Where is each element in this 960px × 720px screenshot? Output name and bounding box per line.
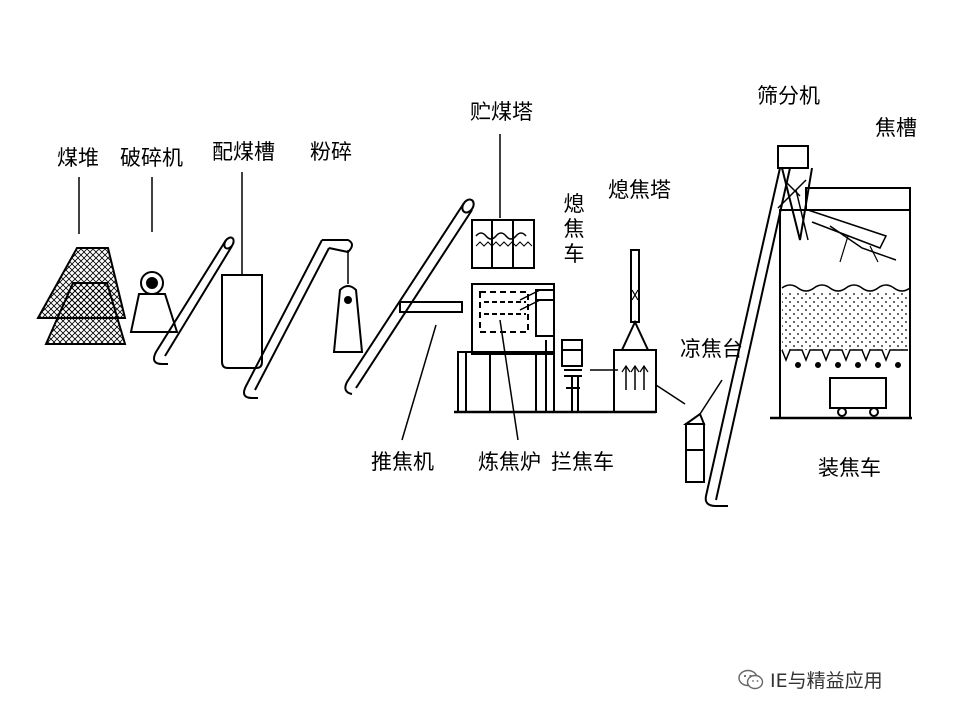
blending-tank [221, 172, 263, 369]
label-coke-bin: 焦槽 [875, 116, 917, 140]
coal-pile [36, 177, 127, 345]
conveyor-1 [153, 236, 235, 365]
watermark: IE与精益应用 [738, 666, 883, 693]
label-pusher: 推焦机 [371, 450, 434, 474]
quench-tower [613, 249, 686, 413]
crusher [129, 177, 179, 333]
label-quench-tower: 熄焦塔 [608, 178, 671, 202]
label-crusher: 破碎机 [120, 146, 183, 170]
label-cooling-wharf: 凉焦台 [680, 337, 743, 361]
label-quench-car: 熄焦车 [563, 192, 585, 267]
coke-loading-car [770, 377, 912, 420]
screening-machine [777, 145, 813, 241]
coke-bin [779, 187, 911, 419]
label-coke-oven: 炼焦炉 [478, 450, 541, 474]
label-guide-car: 拦焦车 [551, 450, 614, 474]
label-loading-car: 装焦车 [818, 456, 881, 480]
conveyor-2 [243, 239, 353, 399]
label-coal-pile: 煤堆 [57, 146, 99, 170]
coke-oven [457, 283, 555, 441]
label-blending-tank: 配煤槽 [212, 140, 275, 164]
coke-guide-car [561, 339, 583, 412]
coke-cooling-wharf [682, 379, 723, 483]
watermark-text: IE与精益应用 [770, 670, 883, 692]
label-coal-tower: 贮煤塔 [470, 100, 533, 124]
label-screen: 筛分机 [757, 84, 820, 108]
pulverizer [332, 250, 364, 353]
label-pulverize: 粉碎 [310, 140, 352, 164]
wechat-icon [738, 669, 764, 689]
coal-storage-tower [471, 134, 535, 269]
conveyor-3 [344, 198, 475, 395]
conveyor-to-screen [704, 167, 807, 507]
pusher-machine [399, 301, 463, 441]
